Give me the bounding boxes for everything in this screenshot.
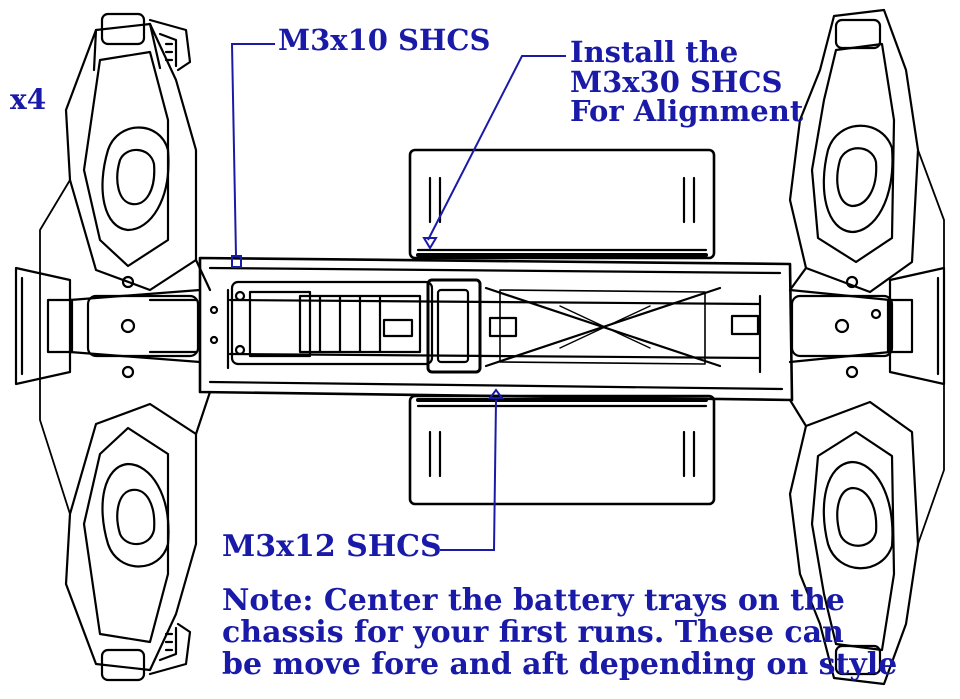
note-line: be move fore and aft depending on style	[222, 646, 898, 682]
battery-tray-note: Note: Center the battery trays on the ch…	[222, 585, 897, 680]
install-m3x30-label: Install the M3x30 SHCS For Alignment	[570, 35, 804, 129]
m3x12-shcs-label: M3x12 SHCS	[222, 529, 442, 564]
leader-lines	[230, 43, 566, 551]
leader-m3x12	[440, 399, 497, 551]
leader-m3x12-marker	[488, 388, 504, 399]
front-suspension-assembly	[14, 12, 212, 682]
install-line: M3x30 SHCS	[570, 64, 783, 99]
install-line: For Alignment	[570, 94, 804, 129]
quantity-label: x4	[10, 83, 47, 116]
battery-tray-top	[408, 148, 716, 260]
m3x10-shcs-label: M3x10 SHCS	[278, 23, 491, 57]
leader-m3x10	[230, 43, 275, 257]
leader-m3x10-marker	[231, 255, 242, 268]
center-drivetrain	[209, 278, 760, 374]
note-line: Note: Center the battery trays on the	[222, 583, 845, 618]
note-line: chassis for your first runs. These can	[222, 614, 844, 650]
battery-tray-bottom	[408, 394, 716, 506]
install-line: Install the	[570, 35, 739, 69]
leader-m3x30	[427, 55, 566, 241]
leader-m3x30-marker	[422, 237, 438, 250]
rear-suspension-assembly	[788, 8, 946, 686]
chassis-plate	[198, 256, 794, 402]
